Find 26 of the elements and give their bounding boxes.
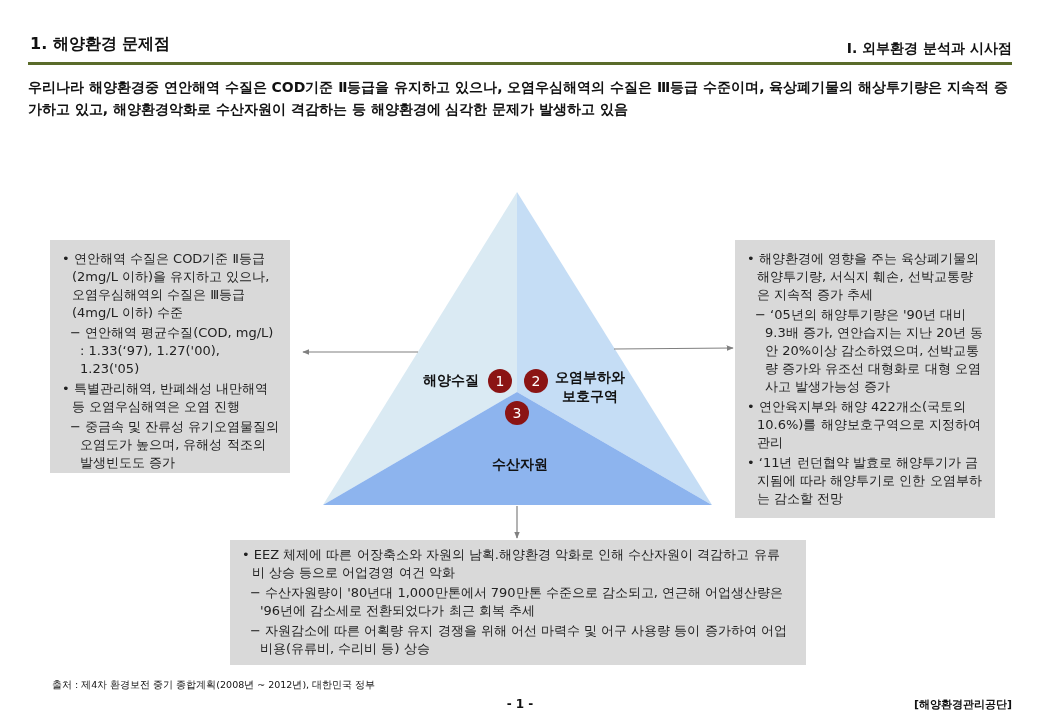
bullet-text: • 해양환경에 영향을 주는 육상폐기물의 해양투기량, 서식지 훼손, 선박교통량은 지속적 증가 추세 <box>747 250 981 304</box>
bullet-text: • 특별관리해역, 반폐쇄성 내만해역 등 오염우심해역은 오염 진행 <box>62 380 270 416</box>
text-panel <box>735 240 995 518</box>
page-number: - 1 - <box>505 697 535 711</box>
bullet-text: − 연안해역 평균수질(COD, mg/L) : 1.33(‘97), 1.27('00), 1.23('05) <box>69 324 275 378</box>
text-panel <box>50 240 290 473</box>
page-title: 1. 해양환경 문제점 <box>30 34 171 55</box>
source-note: 출처 : 제4차 환경보전 중기 종합계획(2008년 ~ 2012년), 대한민국 정부 <box>52 679 377 692</box>
section-title: 수산자원 <box>491 455 549 474</box>
section-title: 해양수질 <box>422 371 480 390</box>
bullet-text: • 연안육지부와 해양 422개소(국토의 10.6%)를 해양보호구역으로 지정하여 관리 <box>747 398 982 452</box>
section-label: I. 외부환경 분석과 시사점 <box>845 40 1012 58</box>
organization-name: [해양환경관리공단] <box>912 697 1012 712</box>
text-panel <box>230 540 806 665</box>
arrow <box>514 505 520 539</box>
section-title: 오염부하와 보호구역 <box>554 368 626 406</box>
bullet-text: • 연안해역 수질은 COD기준 Ⅱ등급(2mg/L 이하)을 유지하고 있으나, 오염우심해역의 수질은 Ⅲ등급(4mg/L 이하) 수준 <box>62 250 271 322</box>
summary-text: 우리나라 해양환경중 연안해역 수질은 COD기준 Ⅱ등급을 유지하고 있으나, 오염우심해역의 수질은 Ⅲ등급 수준이며, 육상폐기물의 해상투기량은 지속적 증가하고 있고, 해양환경악화로 수산자원이 격감하는 등 해양환경에 심각한 문제가 발생하고 있음 <box>28 78 1009 119</box>
bullet-text: − 자원감소에 따른 어획량 유지 경쟁을 위해 어선 마력수 및 어구 사용량 등이 증가하여 어업비용(유류비, 수리비 등) 상승 <box>249 622 788 658</box>
bullet-text: • ‘11년 런던협약 발효로 해양투기가 금지됨에 따라 해양투기로 인한 오염부하는 감소할 전망 <box>747 454 983 508</box>
arrow <box>302 349 419 355</box>
bullet-text: − 중금속 및 잔류성 유기오염물질의 오염도가 높으며, 유해성 적조의 발생빈도도 증가 <box>69 418 280 472</box>
bullet-text: • EEZ 체제에 따른 어장축소와 자원의 남획.해양환경 악화로 인해 수산자원이 격감하고 유류비 상승 등으로 어업경영 여건 악화 <box>242 546 781 582</box>
bullet-text: − ‘05년의 해양투기량은 '90년 대비 9.3배 증가, 연안습지는 지난 20년 동안 20%이상 감소하였으며, 선박교통량 증가와 유조선 대형화로 대형 오염사고 발생가능성 증가 <box>754 306 984 396</box>
bullet-text: − 수산자원량이 '80년대 1,000만톤에서 790만톤 수준으로 감소되고, 연근해 어업생산량은 '96년에 감소세로 전환되었다가 최근 회복 추세 <box>249 584 785 620</box>
arrow <box>613 345 734 351</box>
